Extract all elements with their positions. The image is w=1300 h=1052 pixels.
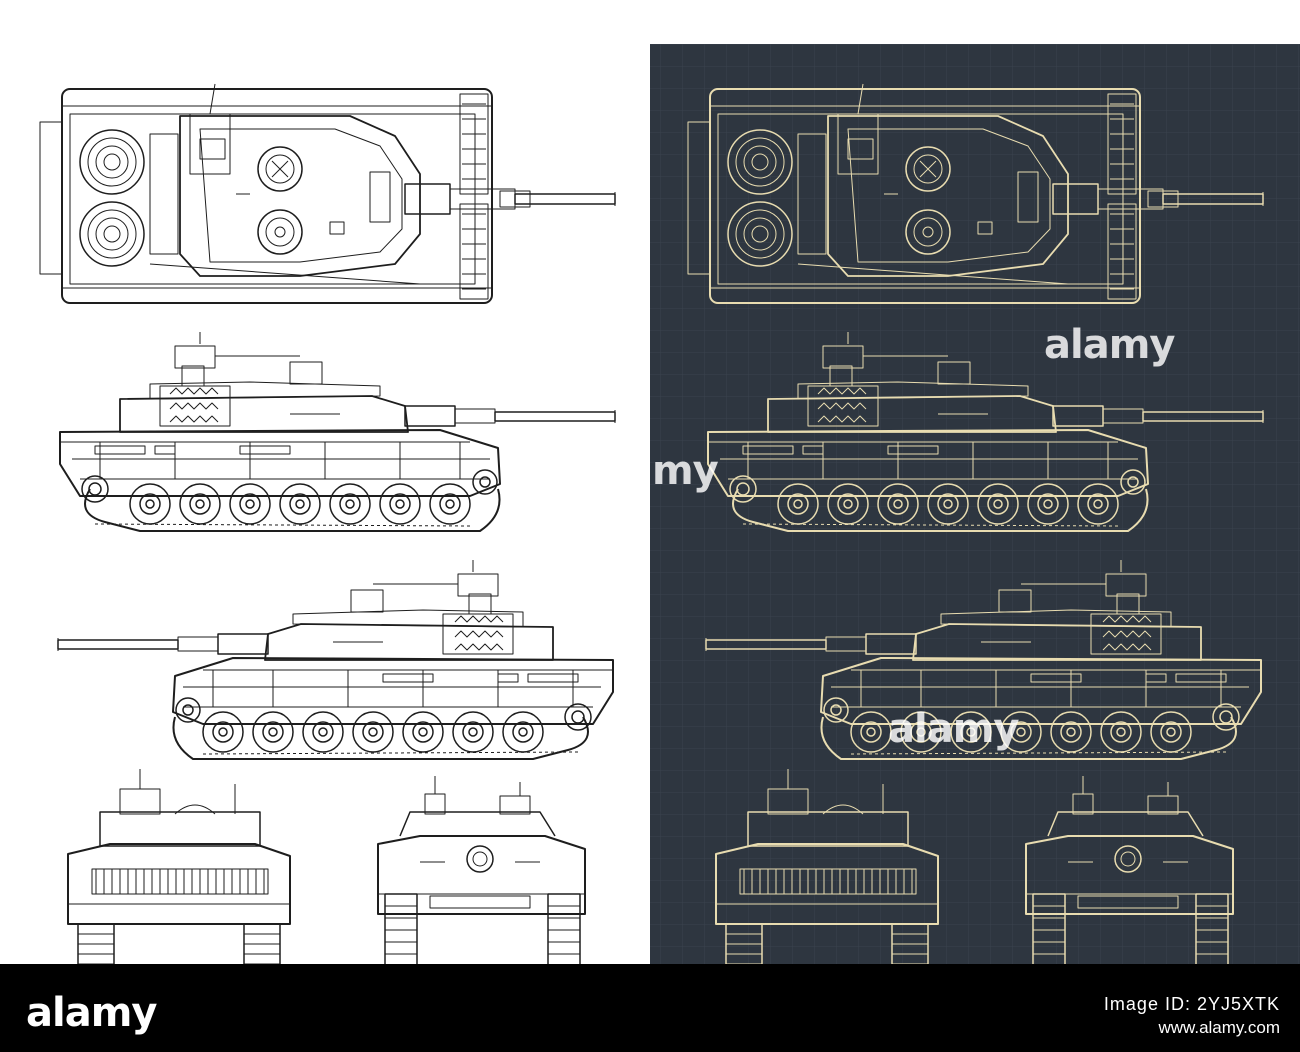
footer-bar [0, 964, 1300, 1052]
watermark-bottom: alamy [888, 706, 1019, 752]
watermark-right: alamy [1044, 322, 1175, 368]
left-panel [0, 44, 650, 1008]
image-id-label: Image ID: 2YJ5XTK [1103, 994, 1280, 1014]
site-link[interactable]: www.alamy.com [1158, 1018, 1280, 1037]
right-panel-grid [650, 44, 1300, 1008]
watermark-middle: my [652, 448, 719, 494]
alamy-logo[interactable]: alamy [26, 990, 157, 1036]
